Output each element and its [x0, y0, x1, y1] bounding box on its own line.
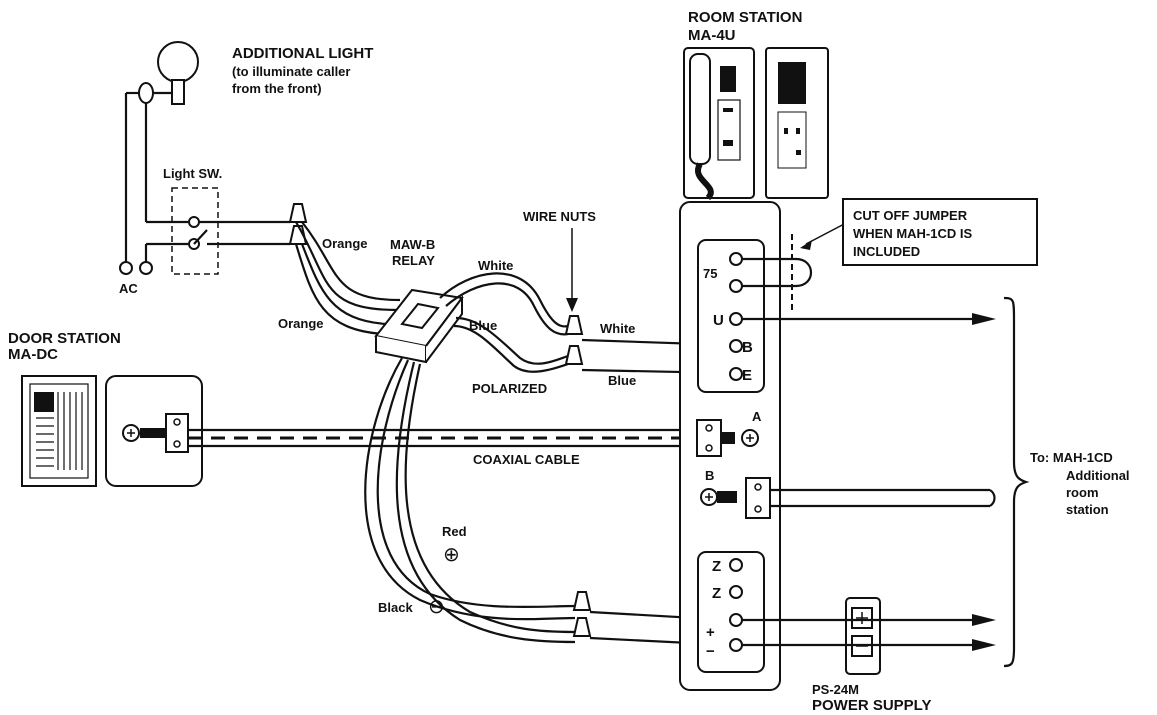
- door-station-unit: [21, 375, 97, 487]
- white-blue-wires: [439, 272, 569, 373]
- coax-connector-b: [700, 477, 996, 519]
- to-line-1: To: MAH-1CD: [1030, 450, 1113, 465]
- coaxial-cable: [188, 428, 692, 448]
- terminal-z2-label: Z: [712, 585, 721, 602]
- handset-icon: [689, 53, 711, 165]
- additional-light-note-1: (to illuminate caller: [232, 64, 350, 79]
- orange-label-1: Orange: [322, 236, 368, 251]
- room-station-side: [765, 47, 829, 199]
- minus-arrow-icon: [972, 639, 996, 651]
- coax-connector-a: [696, 419, 759, 457]
- wire-nuts-label: WIRE NUTS: [523, 209, 596, 224]
- additional-light-note-2: from the front): [232, 81, 322, 96]
- additional-light: [124, 41, 199, 262]
- door-station-model: MA-DC: [8, 346, 58, 363]
- blue-label-2: Blue: [608, 373, 636, 388]
- red-label: Red: [442, 524, 467, 539]
- room-station-front: [683, 47, 755, 201]
- room-station-title: ROOM STATION: [688, 9, 802, 26]
- light-switch-label: Light SW.: [163, 166, 222, 181]
- light-base-icon: [138, 82, 154, 104]
- jumper-note-box: [842, 198, 1038, 266]
- polarized-label: POLARIZED: [472, 381, 547, 396]
- destination-brace: [1003, 296, 1030, 668]
- white-label-1: White: [478, 258, 513, 273]
- terminal-z1-label: Z: [712, 558, 721, 575]
- wire-nut-black: [572, 617, 592, 637]
- white-label-2: White: [600, 321, 635, 336]
- room-station-model: MA-4U: [688, 27, 736, 44]
- terminal-a-label: A: [752, 409, 762, 424]
- terminal-minus-label: −: [706, 643, 715, 660]
- jumper-note-line-1: CUT OFF JUMPER: [853, 208, 968, 223]
- to-line-2: Additional: [1066, 468, 1130, 483]
- to-line-3: room: [1066, 485, 1099, 500]
- plus-circle-icon: ⊕: [443, 544, 460, 566]
- jumper-note-line-2: WHEN MAH-1CD IS: [853, 226, 972, 241]
- coaxial-label: COAXIAL CABLE: [473, 452, 580, 467]
- relay-model-label: MAW-B: [390, 237, 435, 252]
- terminal-u-label: U: [713, 312, 724, 329]
- terminal-b-label: B: [742, 339, 753, 356]
- relay-word-label: RELAY: [392, 253, 435, 268]
- jumper-note-line-3: INCLUDED: [853, 244, 920, 259]
- ac-terminal-2: [139, 261, 153, 275]
- terminal-b-coax-label: B: [705, 468, 714, 483]
- orange-wires: [294, 221, 401, 336]
- ac-terminal-1: [119, 261, 133, 275]
- light-switch: [119, 187, 290, 275]
- light-bulb-icon: [157, 41, 199, 83]
- wire-nut-red: [572, 591, 592, 611]
- terminal-75-label: 75: [703, 266, 717, 281]
- terminal-e-label: E: [742, 367, 752, 384]
- room-station-back-plate: [679, 201, 781, 691]
- black-label: Black: [378, 600, 413, 615]
- additional-light-title: ADDITIONAL LIGHT: [232, 45, 373, 62]
- upper-terminals: [729, 252, 743, 381]
- jumper-pointer-icon: [800, 240, 812, 250]
- wire-nut-blue: [564, 345, 584, 365]
- door-station-back: [105, 375, 203, 487]
- power-terminal-block: [697, 551, 765, 673]
- orange-label-2: Orange: [278, 316, 324, 331]
- plus-arrow-icon: [972, 614, 996, 626]
- power-wires: [364, 357, 576, 644]
- wire-nut-switch-1: [288, 203, 308, 223]
- door-station-title: DOOR STATION: [8, 330, 121, 347]
- ps-title-label: POWER SUPPLY: [812, 697, 931, 714]
- to-line-4: station: [1066, 502, 1109, 517]
- jumper: [742, 221, 849, 310]
- power-terminals: [729, 558, 743, 652]
- wire-nut-switch-2: [288, 225, 308, 245]
- power-supply: [845, 597, 881, 675]
- wire-nuts-pointer-icon: [566, 298, 578, 312]
- maw-b-relay: [374, 288, 464, 364]
- blue-label-1: Blue: [469, 318, 497, 333]
- minus-circle-icon: ⊖: [428, 596, 445, 618]
- terminal-plus-label: +: [706, 624, 715, 641]
- u-arrow-icon: [972, 313, 996, 325]
- ac-label: AC: [119, 281, 138, 296]
- ps-model-label: PS-24M: [812, 682, 859, 697]
- wire-nut-white: [564, 315, 584, 335]
